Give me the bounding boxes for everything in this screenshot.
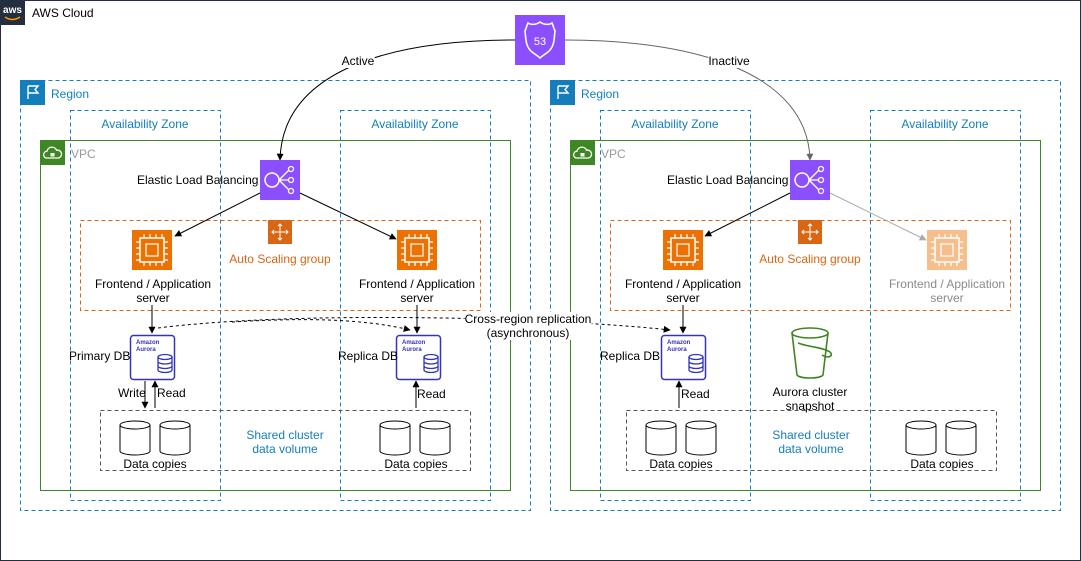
replica-db-label: Replica DB	[338, 349, 399, 363]
region-title: Region	[51, 87, 90, 101]
elb-to-server-line	[829, 192, 927, 241]
aurora-db-icon: Amazon Aurora	[660, 334, 707, 381]
active-route-line	[276, 39, 516, 161]
region-flag-icon	[550, 80, 575, 105]
az-box	[70, 110, 221, 501]
ec2-server-icon-inactive	[927, 230, 967, 270]
data-copy-icon	[419, 420, 451, 456]
data-copies-label: Data copies	[649, 457, 713, 471]
svg-text:Amazon: Amazon	[136, 340, 160, 346]
az-title: Availability Zone	[901, 117, 989, 131]
vpc-cloud-icon	[570, 140, 595, 165]
aws-logo-icon	[0, 0, 25, 25]
read-label: Read	[681, 387, 710, 401]
az-title: Availability Zone	[631, 117, 719, 131]
data-copy-icon	[645, 420, 677, 456]
az-box	[340, 110, 491, 501]
auto-scaling-icon	[798, 220, 822, 244]
az-title: Availability Zone	[101, 117, 189, 131]
primary-db-label: Primary DB	[69, 349, 131, 363]
svg-text:Aurora: Aurora	[667, 347, 687, 353]
region-title: Region	[581, 87, 620, 101]
data-copy-icon	[159, 420, 191, 456]
svg-text:Amazon: Amazon	[402, 340, 426, 346]
route53-icon: 53	[515, 15, 565, 65]
replication-line	[231, 319, 411, 332]
svg-text:Amazon: Amazon	[667, 340, 691, 346]
region-2-border	[550, 80, 1061, 511]
ec2-server-icon	[397, 230, 437, 270]
ec2-server-icon	[663, 230, 703, 270]
vpc-title: VPC	[601, 147, 626, 161]
vpc-cloud-icon	[40, 140, 65, 165]
elb-label: Elastic Load Balancing	[667, 173, 789, 187]
replica-db-label: Replica DB	[600, 349, 661, 363]
cluster-volume-1	[100, 410, 471, 471]
data-copies-label: Data copies	[384, 457, 448, 471]
elb-to-server-line	[299, 192, 397, 240]
region-flag-icon	[20, 80, 45, 105]
az-box	[600, 110, 751, 501]
aurora-db-icon: Amazon Aurora	[395, 334, 442, 381]
inactive-route-line	[564, 39, 814, 161]
asg-label: Auto Scaling group	[229, 252, 331, 266]
svg-text:Aurora: Aurora	[136, 347, 156, 353]
vpc-title: VPC	[71, 147, 96, 161]
az-box	[870, 110, 1021, 501]
read-label: Read	[157, 386, 186, 400]
cluster-volume-2	[626, 410, 997, 471]
data-copy-icon	[685, 420, 717, 456]
elb-to-server-line	[174, 192, 261, 237]
elb-to-server-line	[704, 192, 791, 237]
write-label: Write	[118, 386, 146, 400]
replication-label: Cross-region replication(asynchronous)	[464, 312, 592, 340]
aws-logo-text: aws	[3, 5, 22, 16]
auto-scaling-icon	[268, 220, 292, 244]
data-copies-label: Data copies	[910, 457, 974, 471]
replication-line	[157, 316, 671, 333]
asg-label: Auto Scaling group	[759, 252, 861, 266]
active-label: Active	[341, 54, 375, 68]
az-title: Availability Zone	[371, 117, 459, 131]
svg-text:Aurora: Aurora	[402, 347, 422, 353]
ec2-server-icon	[132, 230, 172, 270]
region-1-border	[20, 80, 531, 511]
read-label: Read	[417, 387, 446, 401]
inactive-label: Inactive	[708, 54, 750, 68]
elb-icon	[790, 160, 830, 200]
data-copy-icon	[905, 420, 937, 456]
aurora-db-icon: Amazon Aurora	[129, 334, 176, 381]
data-copy-icon	[945, 420, 977, 456]
data-copy-icon	[379, 420, 411, 456]
data-copy-icon	[119, 420, 151, 456]
elb-icon	[260, 160, 300, 200]
elb-label: Elastic Load Balancing	[137, 173, 259, 187]
route53-badge: 53	[534, 36, 546, 48]
aws-cloud-title: AWS Cloud	[32, 6, 94, 20]
s3-bucket-icon	[791, 327, 833, 379]
data-copies-label: Data copies	[123, 457, 187, 471]
